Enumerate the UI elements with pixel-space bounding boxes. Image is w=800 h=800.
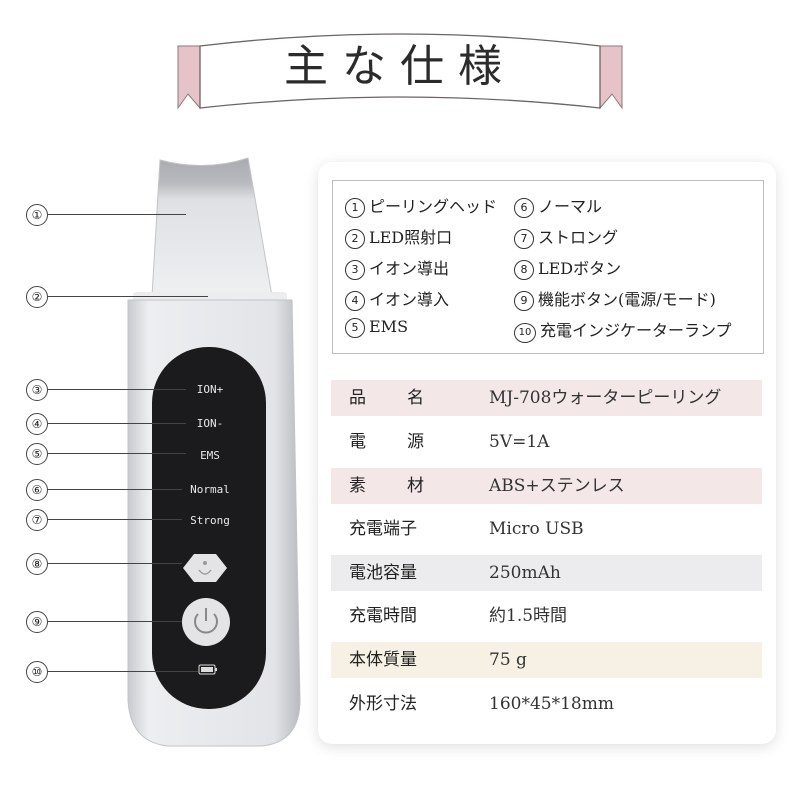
title-banner (177, 33, 623, 110)
led-icon (198, 569, 212, 575)
power-button (182, 598, 230, 646)
power-icon (194, 613, 218, 634)
spec-row-product-name: 品名 MJ-708ウォーターピーリング (331, 380, 762, 416)
spec-row-dimensions: 外形寸法 160*45*18mm (349, 694, 614, 714)
spec-row-battery: 電池容量 250mAh (331, 555, 762, 591)
led-button (183, 554, 227, 582)
ion-plus-label: ION+ (197, 383, 224, 396)
spec-row-charge-time: 充電時間 約1.5時間 (349, 606, 568, 626)
spec-row-charge-port: 充電端子 Micro USB (349, 519, 584, 539)
spec-row-weight: 本体質量 75 g (331, 642, 762, 678)
ems-label: EMS (200, 449, 220, 462)
normal-label: Normal (190, 483, 230, 496)
spec-row-power: 電源 5V=1A (349, 432, 550, 452)
device-illustration: ION+ ION- EMS Normal Strong (127, 157, 301, 747)
spec-row-material: 素材 ABS+ステンレス (331, 468, 762, 504)
device-screen (152, 347, 266, 709)
ion-minus-label: ION- (197, 417, 224, 430)
strong-label: Strong (190, 514, 230, 527)
page-title: 主な仕様 (284, 41, 516, 92)
parts-list (332, 180, 764, 354)
